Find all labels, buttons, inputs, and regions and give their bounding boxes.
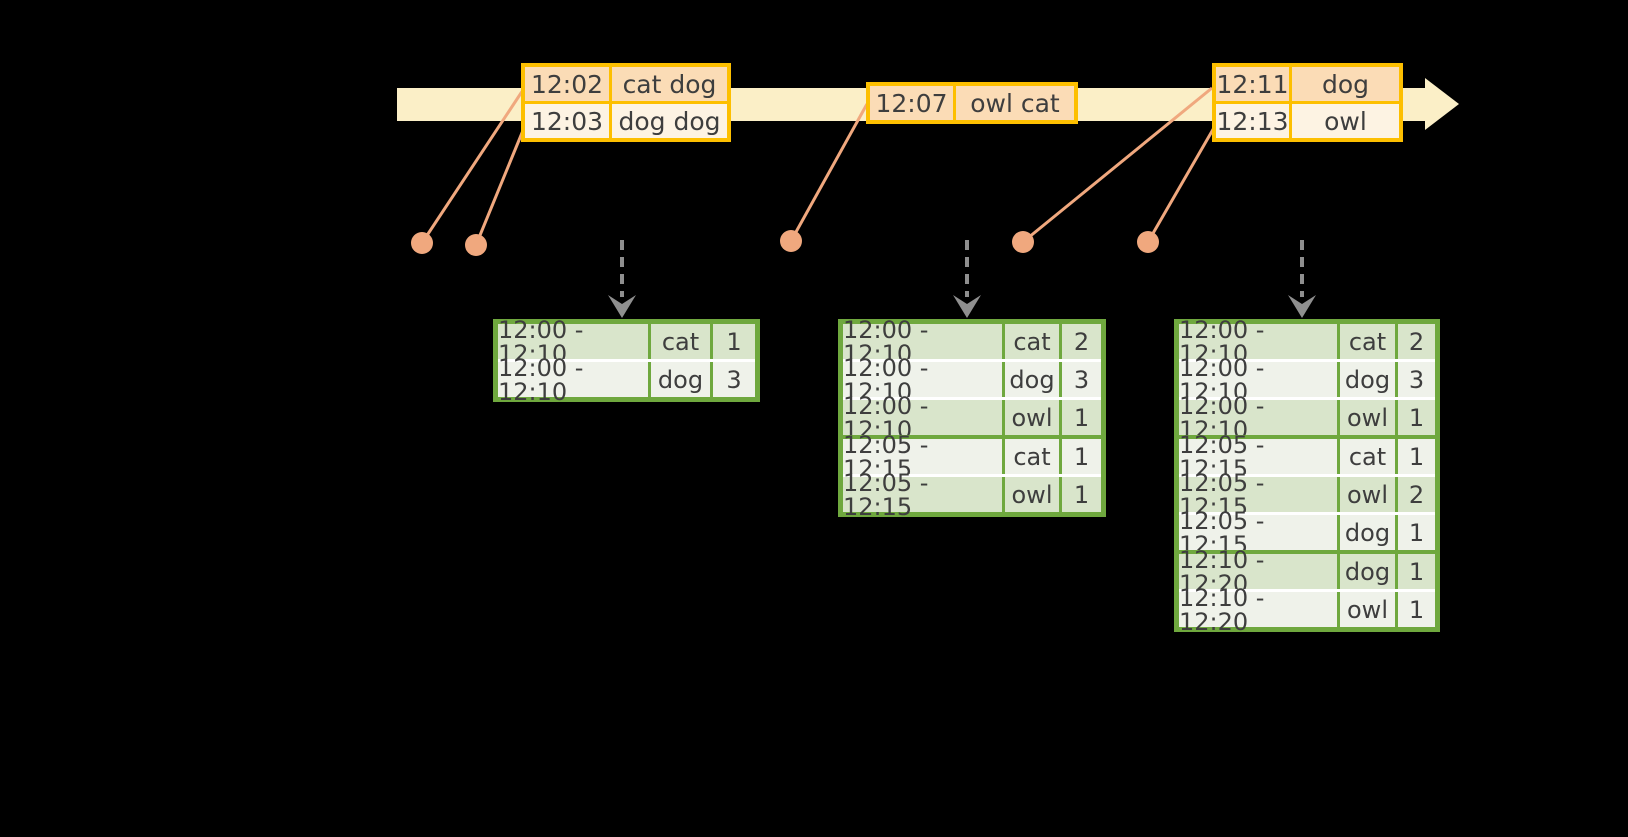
event-time-cell: 12:13 — [1216, 104, 1289, 138]
key-cell: dog — [1340, 515, 1395, 550]
count-cell: 2 — [1398, 477, 1435, 512]
event-time-cell: 12:03 — [525, 104, 609, 138]
count-cell: 3 — [713, 362, 755, 397]
window-range-cell: 12:00 - 12:10 — [498, 318, 648, 366]
key-cell: dog — [1340, 554, 1395, 589]
event-dot — [411, 232, 433, 254]
event-connector-line — [1022, 86, 1213, 244]
event-connector-line — [789, 103, 869, 242]
event-time-cell: 12:02 — [525, 67, 609, 101]
key-cell: cat — [1005, 439, 1059, 474]
window-range-cell: 12:05 - 12:15 — [1179, 471, 1337, 519]
count-cell: 1 — [713, 324, 755, 359]
event-dot — [1012, 231, 1034, 253]
event-words-cell: dog dog — [612, 104, 727, 138]
event-connector-line — [474, 127, 526, 246]
key-cell: owl — [1005, 477, 1059, 512]
key-cell: cat — [651, 324, 710, 359]
key-cell: dog — [1340, 362, 1395, 397]
window-range-cell: 12:10 - 12:20 — [1179, 586, 1337, 634]
key-cell: dog — [1005, 362, 1059, 397]
event-time-cell: 12:07 — [870, 86, 953, 120]
key-cell: owl — [1340, 592, 1395, 627]
count-cell: 1 — [1398, 554, 1435, 589]
window-trigger-arrowhead-icon — [953, 295, 981, 318]
key-cell: cat — [1005, 324, 1059, 359]
window-trigger-arrowhead-icon — [1288, 295, 1316, 318]
key-cell: cat — [1340, 439, 1395, 474]
count-cell: 1 — [1062, 400, 1101, 435]
count-cell: 2 — [1062, 324, 1101, 359]
key-cell: owl — [1005, 400, 1059, 435]
count-cell: 1 — [1398, 515, 1435, 550]
event-dot — [1137, 231, 1159, 253]
window-range-cell: 12:05 - 12:15 — [1179, 509, 1337, 557]
count-cell: 1 — [1398, 400, 1435, 435]
window-range-cell: 12:00 - 12:10 — [843, 394, 1002, 442]
count-cell: 1 — [1062, 477, 1101, 512]
window-range-cell: 12:00 - 12:10 — [843, 318, 1002, 366]
window-range-cell: 12:00 - 12:10 — [498, 356, 648, 404]
count-cell: 1 — [1398, 439, 1435, 474]
event-connector-lines — [420, 86, 1217, 246]
event-connector-line — [420, 89, 525, 244]
key-cell: owl — [1340, 400, 1395, 435]
count-cell: 3 — [1398, 362, 1435, 397]
event-words-cell: dog — [1292, 67, 1399, 101]
event-connector-line — [1146, 125, 1217, 243]
event-words-cell: owl — [1292, 104, 1399, 138]
event-words-cell: cat dog — [612, 67, 727, 101]
count-cell: 3 — [1062, 362, 1101, 397]
window-range-cell: 12:05 - 12:15 — [843, 471, 1002, 519]
event-time-cell: 12:11 — [1216, 67, 1289, 101]
key-cell: owl — [1340, 477, 1395, 512]
window-trigger-arrowhead-icon — [608, 295, 636, 318]
window-trigger-arrows — [608, 240, 1316, 318]
window-range-cell: 12:00 - 12:10 — [1179, 394, 1337, 442]
event-dot — [465, 234, 487, 256]
key-cell: cat — [1340, 324, 1395, 359]
window-range-cell: 12:05 - 12:15 — [843, 433, 1002, 481]
key-cell: dog — [651, 362, 710, 397]
event-dots — [411, 230, 1159, 256]
event-dot — [780, 230, 802, 252]
count-cell: 2 — [1398, 324, 1435, 359]
window-range-cell: 12:00 - 12:10 — [1179, 356, 1337, 404]
count-cell: 1 — [1062, 439, 1101, 474]
event-words-cell: owl cat — [956, 86, 1074, 120]
timeline-arrowhead-icon — [1425, 78, 1459, 130]
count-cell: 1 — [1398, 592, 1435, 627]
